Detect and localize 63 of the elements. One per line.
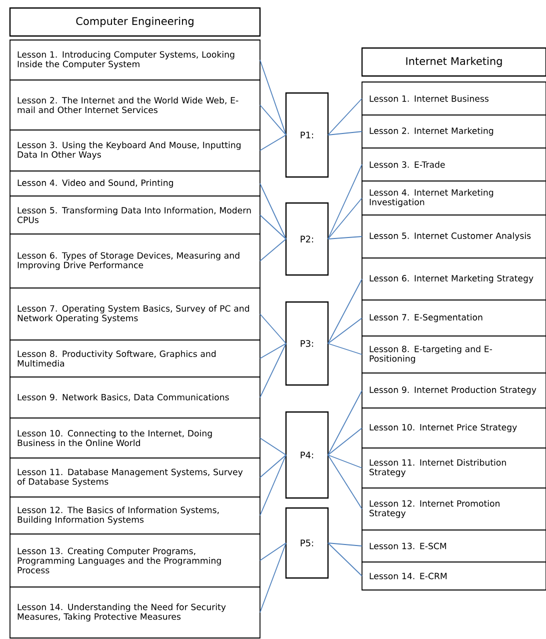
lesson-box: Lesson 7. Operating System Basics, Survey of PC and Network Operating Systems (10, 288, 260, 340)
title-box: Computer Engineering (9, 7, 261, 37)
lesson-box: Lesson 8. E-targeting and E-Positioning (362, 336, 546, 374)
connector-line (328, 343, 362, 355)
connector-line (328, 542, 362, 546)
lesson-box: Lesson 3. E-Trade (362, 148, 546, 182)
lesson-box: Lesson 1. Internet Business (362, 82, 546, 116)
connector-line (260, 454, 286, 516)
connector-line (260, 60, 286, 136)
lesson-box: Lesson 6. Types of Storage Devices, Measuring and Improving Drive Performance (10, 234, 260, 288)
connector-line (260, 314, 286, 344)
title-box: Internet Marketing (361, 47, 546, 77)
lesson-box: Lesson 2. The Internet and the World Wide Web, E-mail and Other Internet Services (10, 80, 260, 130)
connector-line (328, 131, 362, 136)
connector-line (260, 454, 286, 478)
connector-line (260, 238, 286, 262)
connector-line (260, 542, 286, 561)
lesson-box: Lesson 9. Internet Production Strategy (362, 372, 546, 408)
connector-line (328, 454, 362, 510)
lesson-box: Lesson 7. E-Segmentation (362, 300, 546, 336)
lesson-box: Lesson 12. Internet Promotion Strategy (362, 488, 546, 530)
connector-line (328, 428, 362, 456)
lesson-box: Lesson 10. Internet Price Strategy (362, 408, 546, 448)
connector-line (260, 343, 286, 359)
lesson-box: Lesson 14. Understanding the Need for Security Measures, Taking Protective Measures (10, 586, 260, 638)
phase-box: P2: (285, 202, 329, 276)
connector-line (328, 318, 362, 344)
lesson-box: Lesson 4. Internet Marketing Investigation (362, 180, 546, 216)
lesson-box: Lesson 4. Video and Sound, Printing (10, 170, 260, 196)
lesson-box: Lesson 13. E-SCM (362, 530, 546, 562)
connector-line (260, 438, 286, 456)
connector-line (328, 278, 362, 344)
lesson-box: Lesson 5. Transforming Data Into Information, Modern CPUs (10, 196, 260, 234)
lesson-box: Lesson 6. Internet Marketing Strategy (362, 258, 546, 300)
lesson-box: Lesson 9. Network Basics, Data Communications (10, 376, 260, 418)
phase-box: P1: (285, 92, 329, 178)
connector-line (260, 134, 286, 151)
connector-line (260, 542, 286, 613)
lesson-box: Lesson 2. Internet Marketing (362, 114, 546, 148)
connector-line (328, 454, 362, 468)
lesson-box: Lesson 11. Internet Distribution Strategy (362, 448, 546, 488)
lesson-box: Lesson 1. Introducing Computer Systems, Looking Inside the Computer System (10, 40, 260, 80)
connector-line (260, 183, 286, 240)
connector-line (328, 164, 362, 240)
connector-line (328, 198, 362, 240)
connector-line (328, 236, 362, 240)
lesson-box: Lesson 3. Using the Keyboard And Mouse, Inputting Data In Other Ways (10, 130, 260, 172)
phase-box: P5: (285, 507, 329, 579)
connector-line (328, 98, 362, 136)
phase-box: P3: (285, 301, 329, 386)
connector-line (260, 214, 286, 240)
connector-line (260, 343, 286, 398)
phase-box: P4: (285, 411, 329, 499)
lesson-box: Lesson 10. Connecting to the Internet, Doing Business in the Online World (10, 418, 260, 458)
lesson-box: Lesson 14. E-CRM (362, 562, 546, 590)
lesson-box: Lesson 12. The Basics of Information Systems, Building Information Systems (10, 496, 260, 534)
lesson-box: Lesson 13. Creating Computer Programs, Programming Languages and the Programming Process (10, 534, 260, 588)
connector-line (328, 390, 362, 456)
lesson-box: Lesson 11. Database Management Systems, Survey of Database Systems (10, 458, 260, 498)
connector-line (260, 104, 286, 136)
lesson-box: Lesson 5. Internet Customer Analysis (362, 214, 546, 258)
connector-line (328, 542, 362, 576)
lesson-box: Lesson 8. Productivity Software, Graphics and Multimedia (10, 340, 260, 378)
